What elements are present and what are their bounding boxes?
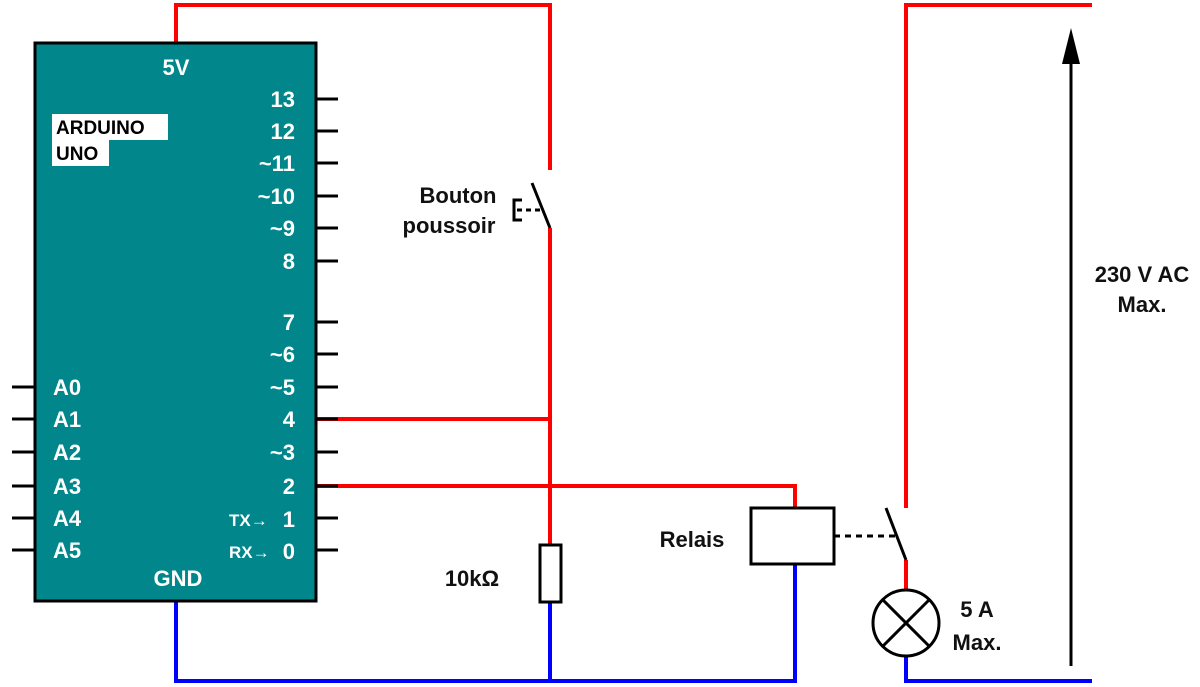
voltage-arrow-head: [1062, 28, 1080, 64]
digital-pin-label: ~3: [270, 440, 295, 465]
relay-switch-contact: [884, 507, 908, 561]
push-button-label-line-2: poussoir: [403, 213, 496, 238]
tx-pin: TX→ 1: [229, 507, 338, 532]
push-button-label-line-1: Bouton: [420, 183, 497, 208]
rx-prefix-text: RX: [229, 543, 253, 562]
rx-prefix: RX→: [229, 543, 270, 562]
voltage-label-line-1: 230 V AC: [1095, 262, 1190, 287]
analog-pin-label: A0: [53, 375, 81, 400]
ground-wires: [174, 564, 1092, 683]
push-button: [512, 182, 552, 229]
analog-pin-label: A2: [53, 440, 81, 465]
digital-pin-label: 13: [271, 87, 295, 112]
ground-pin-label: GND: [154, 566, 203, 591]
digital-pin-label: ~10: [258, 184, 295, 209]
analog-pin-label: A5: [53, 538, 81, 563]
digital-pin-header: 13 12 ~11 ~10 ~9 8 7 ~6 ~5 4 ~3 2: [258, 87, 338, 499]
push-button-contact: [530, 182, 552, 229]
tx-pin-number: 1: [283, 507, 295, 532]
lamp-cross-b: [881, 598, 931, 648]
board-name-line-1: ARDUINO: [56, 118, 145, 139]
board-name-background-2: [52, 140, 109, 166]
wire-gnd-bus: [174, 564, 797, 683]
relay-label: Relais: [660, 527, 725, 552]
board-name-background: [52, 114, 168, 140]
wire-lamp-return: [904, 656, 1092, 683]
rx-pin: RX→ 0: [229, 539, 338, 564]
resistor: [538, 543, 563, 604]
relay-coil: [749, 506, 836, 566]
analog-pin-label: A3: [53, 474, 81, 499]
push-button-actuator: [512, 198, 522, 222]
digital-pin-label: ~9: [270, 216, 295, 241]
digital-pin-label: 4: [283, 407, 296, 432]
lamp-label-line-2: Max.: [953, 630, 1002, 655]
lamp: [871, 588, 941, 658]
digital-pin-label: 12: [271, 119, 295, 144]
wire-mains-to-switch: [904, 3, 1092, 508]
analog-pin-label: A1: [53, 407, 81, 432]
resistor-label: 10kΩ: [445, 566, 499, 591]
tx-prefix: TX→: [229, 511, 268, 530]
wire-5v-to-button: [174, 3, 552, 170]
power-pin-label: 5V: [163, 55, 190, 80]
digital-pin-label: 7: [283, 310, 295, 335]
tx-prefix-text: TX: [229, 511, 251, 530]
rx-arrow-glyph: →: [253, 543, 270, 562]
lamp-label-line-1: 5 A: [960, 597, 994, 622]
tx-arrow-glyph: →: [251, 511, 268, 530]
digital-pin-label: ~11: [259, 151, 295, 176]
digital-pin-label: 2: [283, 474, 295, 499]
digital-pin-label: ~5: [270, 375, 295, 400]
rx-pin-number: 0: [283, 539, 295, 564]
digital-pin-label: ~6: [270, 342, 295, 367]
digital-pin-label: 8: [283, 249, 295, 274]
positive-wires: [174, 3, 1092, 590]
analog-pin-label: A4: [53, 506, 82, 531]
voltage-label-line-2: Max.: [1118, 292, 1167, 317]
wire-pin2-to-relay: [316, 484, 797, 508]
board-name-line-2: UNO: [56, 144, 98, 165]
